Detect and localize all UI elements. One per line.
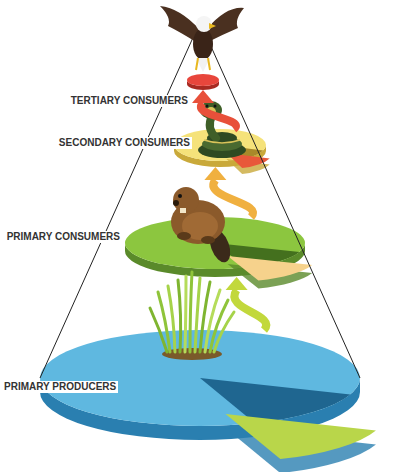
trophic-level: TERTIARY CONSUMERS [187,74,219,90]
cone-line [40,22,200,378]
level-label: SECONDARY CONSUMERS [57,137,192,149]
eagle-picture [160,6,244,72]
wedge-piece [226,414,376,459]
disk-top [187,74,219,86]
level-label: TERTIARY CONSUMERS [69,95,190,107]
wedge-piece [226,153,269,168]
disk-top [40,330,360,426]
energy-flow-arrow [192,90,236,129]
arrow-shaft [213,180,253,217]
wedge-cutout [200,378,350,423]
disk-top [125,217,305,269]
level-label: PRIMARY CONSUMERS [5,231,122,243]
level-disk [187,74,219,90]
level-label: PRIMARY PRODUCERS [2,381,118,393]
arrow-head [226,277,248,290]
wedge-piece [228,256,313,280]
cone-line [200,22,360,378]
arrow-shaft [234,290,266,330]
arrow-head [204,167,226,180]
energy-flow-arrow [204,167,253,217]
arrow-shaft [201,103,236,129]
arrow-head [192,90,214,103]
